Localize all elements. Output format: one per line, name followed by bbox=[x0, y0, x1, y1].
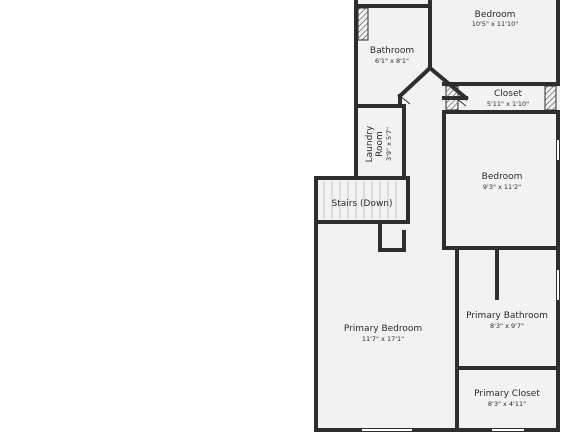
room-name-laundry-line2: Room bbox=[375, 131, 385, 157]
room-name-primary-bathroom: Primary Bathroom bbox=[466, 311, 548, 321]
stairs-treads bbox=[323, 181, 397, 219]
room-name-bedroom-top: Bedroom bbox=[475, 10, 516, 20]
room-name-primary-closet: Primary Closet bbox=[474, 389, 540, 399]
room-dims-primary-bathroom: 8'3" x 9'7" bbox=[490, 322, 524, 330]
room-name-closet: Closet bbox=[494, 89, 523, 99]
room-dims-primary-closet: 8'3" x 4'11" bbox=[488, 400, 526, 408]
room-labels: Bedroom 10'5" x 11'10" Bathroom 6'1" x 8… bbox=[331, 10, 547, 408]
room-dims-bathroom: 6'1" x 8'1" bbox=[375, 57, 409, 65]
windows bbox=[362, 140, 559, 431]
room-name-bathroom: Bathroom bbox=[370, 46, 414, 56]
room-dims-closet: 5'11" x 1'10" bbox=[487, 100, 529, 108]
hatched-builtins bbox=[357, 7, 557, 111]
room-dims-bedroom-top: 10'5" x 11'10" bbox=[472, 20, 518, 28]
room-name-laundry-line1: Laundry bbox=[365, 125, 375, 162]
room-name-primary-bedroom: Primary Bedroom bbox=[344, 324, 422, 334]
room-dims-laundry: 3'9" x 5'7" bbox=[385, 127, 393, 161]
room-dims-primary-bedroom: 11'7" x 17'1" bbox=[362, 335, 404, 343]
room-dims-bedroom-mid: 9'3" x 11'2" bbox=[483, 183, 521, 191]
walls bbox=[314, 0, 560, 432]
room-name-stairs: Stairs (Down) bbox=[331, 199, 392, 209]
room-name-bedroom-mid: Bedroom bbox=[482, 172, 523, 182]
doors bbox=[399, 67, 467, 107]
